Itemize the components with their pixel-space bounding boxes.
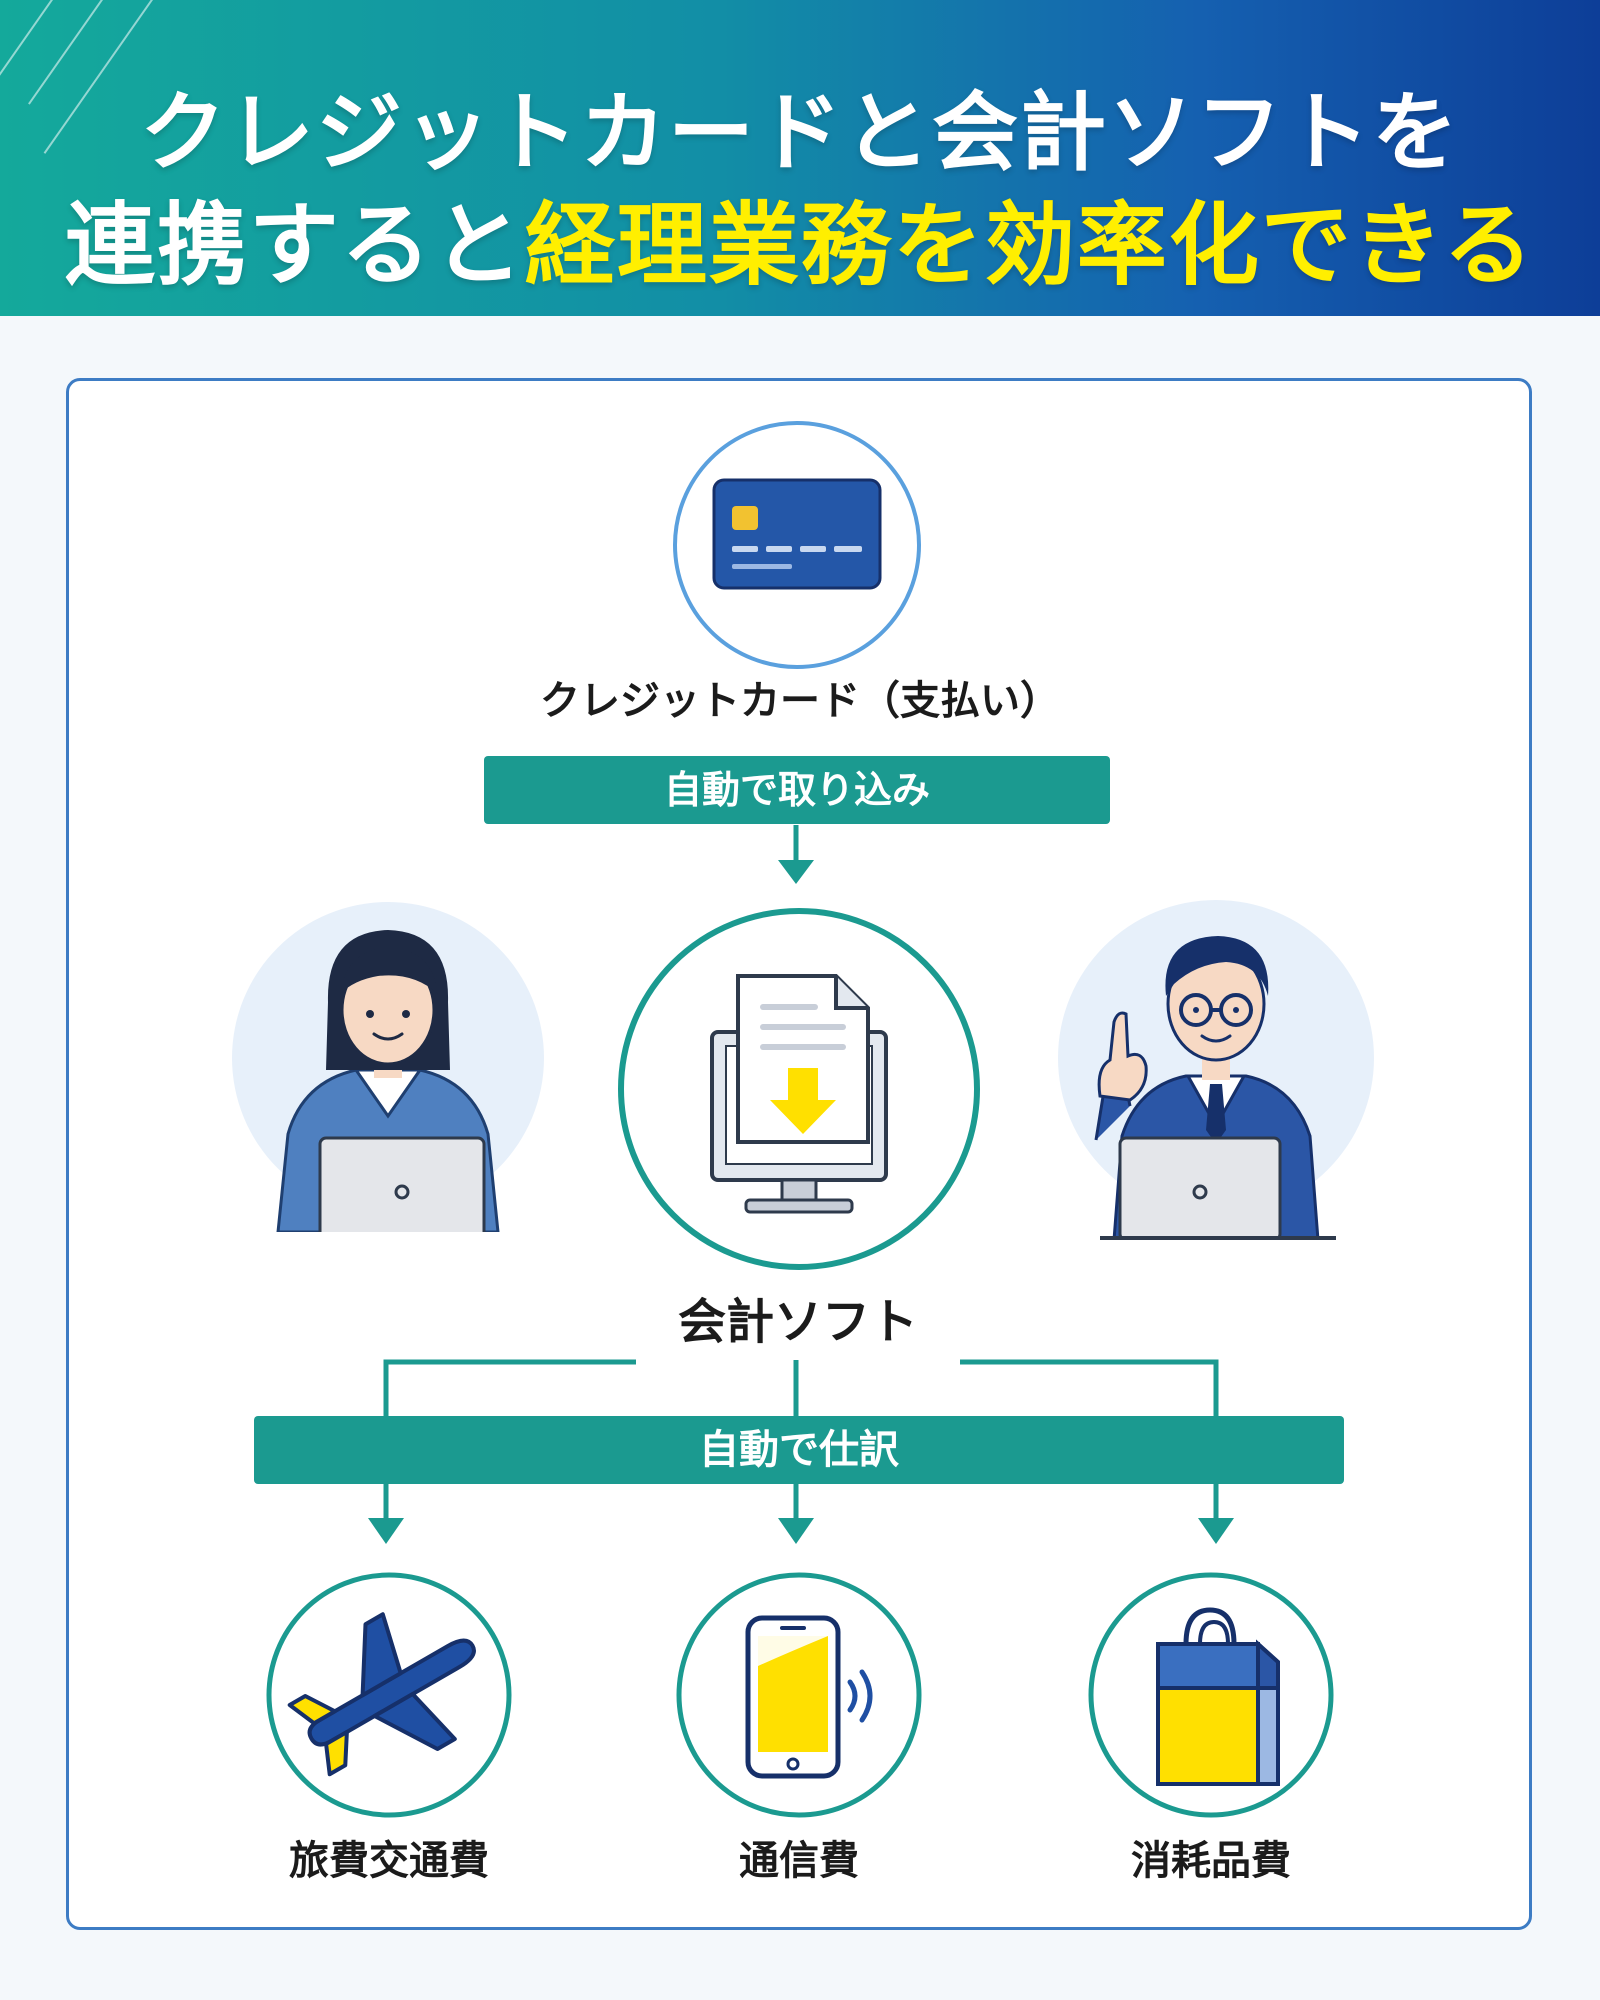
category-supplies-label: 消耗品費: [1131, 1838, 1291, 1884]
man-figure: [1056, 900, 1376, 1242]
left-branch-line: [383, 1359, 636, 1418]
title-text-2-highlight: 経理業務を効率化できる: [524, 193, 1536, 298]
header-banner: クレジットカードと会計ソフトを 連携すると経理業務を効率化できる: [0, 0, 1600, 316]
auto-import-banner: 自動で取り込み: [484, 756, 1110, 824]
arrow-head-right: [1198, 1518, 1234, 1544]
shopping-bag-icon: [1088, 1572, 1334, 1818]
woman-figure: [228, 902, 548, 1244]
credit-card-node: [670, 418, 924, 672]
title-line-2: 連携すると経理業務を効率化できる: [0, 172, 1600, 302]
credit-card-icon: [673, 421, 921, 669]
category-supplies-node: [1086, 1570, 1336, 1820]
category-travel-label: 旅費交通費: [289, 1838, 489, 1884]
businesswoman-laptop-icon: [232, 902, 544, 1244]
title-line-1: クレジットカードと会計ソフトを: [0, 62, 1600, 187]
businessman-laptop-icon: [1058, 900, 1374, 1242]
title-text-2-prefix: 連携すると: [64, 193, 525, 298]
auto-journal-banner: 自動で仕訳: [254, 1416, 1344, 1484]
smartphone-icon: [676, 1572, 922, 1818]
monitor-document-download-icon: [618, 908, 980, 1270]
arrow-head-import: [778, 860, 814, 884]
arrow-head-center: [778, 1518, 814, 1544]
accounting-software-label: 会計ソフト: [677, 1294, 918, 1350]
arrow-head-left: [368, 1518, 404, 1544]
credit-card-label: クレジットカード（支払い）: [540, 678, 1060, 724]
right-branch-line: [960, 1359, 1219, 1418]
category-communication-node: [674, 1570, 924, 1820]
category-travel-node: [264, 1570, 514, 1820]
accounting-software-node: [614, 904, 984, 1274]
category-communication-label: 通信費: [739, 1838, 859, 1884]
airplane-icon: [266, 1572, 512, 1818]
title-text-1: クレジットカードと会計ソフトを: [140, 83, 1460, 183]
